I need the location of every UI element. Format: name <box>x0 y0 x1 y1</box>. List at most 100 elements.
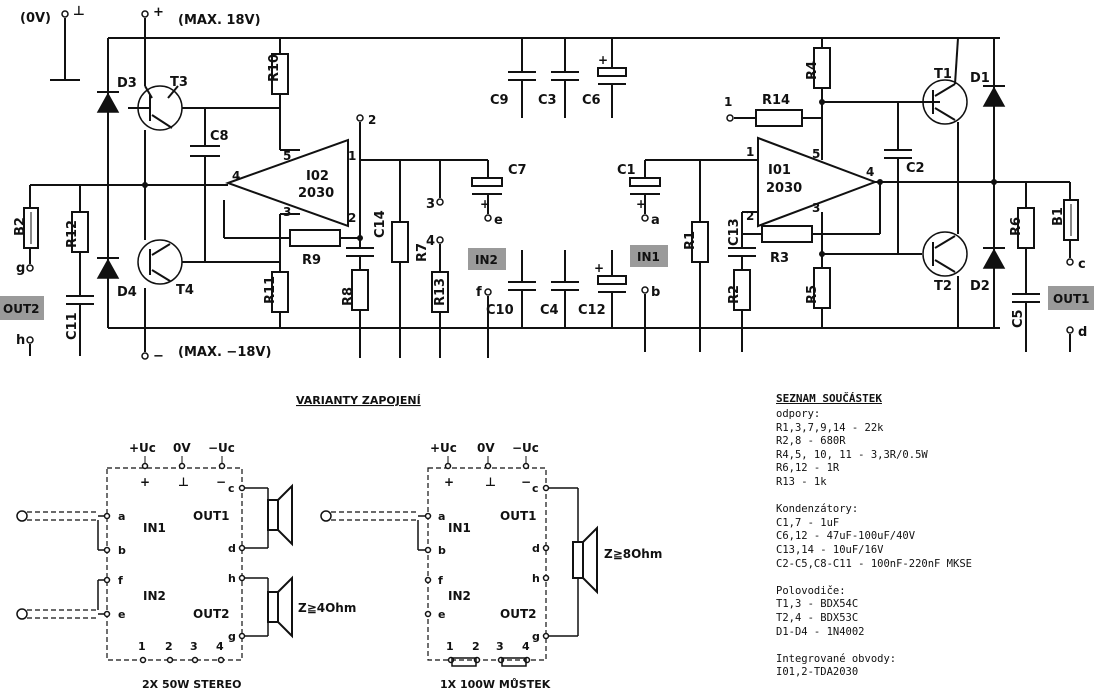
svg-text:3: 3 <box>283 205 291 219</box>
svg-text:1: 1 <box>348 149 356 163</box>
svg-text:OUT2: OUT2 <box>193 607 229 621</box>
svg-text:3: 3 <box>190 640 198 653</box>
svg-text:OUT2: OUT2 <box>500 607 536 621</box>
parts-line: Polovodiče: <box>776 584 846 597</box>
svg-text:IN1: IN1 <box>143 521 166 535</box>
svg-text:d: d <box>228 542 236 555</box>
r6-label: R6 <box>1009 217 1024 236</box>
parts-line: R6,12 - 1R <box>776 462 840 475</box>
r7-label: R7 <box>415 243 430 262</box>
svg-text:+Uc: +Uc <box>129 441 156 455</box>
svg-text:h: h <box>16 333 25 348</box>
svg-text:c: c <box>228 482 235 495</box>
r9-label: R9 <box>302 253 321 268</box>
svg-text:0V: 0V <box>173 441 191 455</box>
io1-label: I01 <box>768 163 791 178</box>
svg-text:c: c <box>532 482 539 495</box>
svg-text:2: 2 <box>368 113 376 127</box>
r4-label: R4 <box>805 61 820 80</box>
parts-line: R1,3,7,9,14 - 22k <box>776 421 884 434</box>
svg-text:0V: 0V <box>477 441 495 455</box>
svg-text:⊥: ⊥ <box>73 4 85 19</box>
r5-label: R5 <box>805 285 820 304</box>
parts-line: C6,12 - 47uF-100uF/40V <box>776 530 916 543</box>
svg-text:+: + <box>598 53 608 67</box>
r12-label: R12 <box>65 220 80 248</box>
channel-1: IN1 b C1 + a R1 C13 R2 I01 2030 1 2 5 <box>617 37 1094 352</box>
r13-label: R13 <box>433 278 448 306</box>
variant-stereo: +Uc 0V −Uc + ⊥ − IN1 IN2 OUT1 OUT2 a b f… <box>16 441 356 691</box>
svg-text:g: g <box>228 630 236 643</box>
svg-text:f: f <box>438 574 443 587</box>
svg-text:b: b <box>651 285 660 300</box>
neg-sign: − <box>153 349 164 364</box>
c4-label: C4 <box>540 303 559 318</box>
svg-text:1: 1 <box>138 640 146 653</box>
svg-text:−Uc: −Uc <box>512 441 539 455</box>
svg-text:f: f <box>118 574 123 587</box>
c3-label: C3 <box>538 93 557 108</box>
r2-label: R2 <box>727 285 742 304</box>
d2-label: D2 <box>970 279 990 294</box>
svg-text:4: 4 <box>522 640 530 653</box>
speaker2-impedance: Z≧8Ohm <box>604 547 662 561</box>
svg-text:+: + <box>140 475 150 489</box>
svg-text:4: 4 <box>866 165 874 179</box>
svg-text:e: e <box>438 608 445 621</box>
svg-text:e: e <box>118 608 125 621</box>
svg-text:4: 4 <box>426 234 435 249</box>
svg-text:3: 3 <box>426 197 435 212</box>
r1-label: R1 <box>683 231 698 250</box>
svg-text:+: + <box>636 197 646 211</box>
c13-label: C13 <box>727 218 742 246</box>
svg-text:h: h <box>228 572 236 585</box>
pos-sign: + <box>153 5 164 20</box>
c11-label: C11 <box>65 312 80 340</box>
d1-label: D1 <box>970 71 990 86</box>
speaker1-impedance: Z≧4Ohm <box>298 601 356 615</box>
svg-text:IN1: IN1 <box>448 521 471 535</box>
c1-label: C1 <box>617 163 636 178</box>
svg-text:4: 4 <box>216 640 224 653</box>
supply-rails: (0V) ⊥ + − (MAX. 18V) (MAX. −18V) <box>20 4 1000 364</box>
svg-text:−Uc: −Uc <box>208 441 235 455</box>
decoupling-caps: C9 C3 + C6 C10 C4 + C12 <box>486 38 627 328</box>
t3-label: T3 <box>170 75 188 90</box>
c5-label: C5 <box>1011 309 1026 328</box>
c14-label: C14 <box>373 210 388 238</box>
parts-line: T1,3 - BDX54C <box>776 598 859 611</box>
parts-line: D1-D4 - 1N4002 <box>776 625 865 638</box>
svg-text:OUT1: OUT1 <box>500 509 536 523</box>
parts-line: R2,8 - 680R <box>776 435 846 448</box>
svg-text:OUT1: OUT1 <box>193 509 229 523</box>
c10-label: C10 <box>486 303 514 318</box>
out1-label: OUT1 <box>1053 292 1089 306</box>
svg-text:e: e <box>494 213 503 228</box>
c12-label: C12 <box>578 303 606 318</box>
svg-text:+: + <box>444 475 454 489</box>
t2-label: T2 <box>934 279 952 294</box>
ground-label: (0V) <box>20 11 51 26</box>
svg-text:+: + <box>594 261 604 275</box>
parts-line: C1,7 - 1uF <box>776 516 840 529</box>
max-pos-label: (MAX. 18V) <box>178 13 261 28</box>
svg-text:1: 1 <box>724 95 732 109</box>
svg-text:b: b <box>118 544 126 557</box>
svg-text:g: g <box>532 630 540 643</box>
io1-chip: 2030 <box>766 181 802 196</box>
svg-text:3: 3 <box>496 640 504 653</box>
svg-text:a: a <box>651 213 660 228</box>
svg-text:⊥: ⊥ <box>485 475 496 489</box>
caption-stereo: 2X 50W STEREO <box>142 678 242 691</box>
svg-text:b: b <box>438 544 446 557</box>
parts-line <box>776 490 1098 504</box>
t1-label: T1 <box>934 67 952 82</box>
parts-line: Integrované obvody: <box>776 652 897 665</box>
parts-list: SEZNAM SOUČÁSTEK odpory:R1,3,7,9,14 - 22… <box>776 392 1098 680</box>
parts-line: I01,2-TDA2030 <box>776 666 859 679</box>
parts-line: C13,14 - 10uF/16V <box>776 543 884 556</box>
r10-label: R10 <box>267 54 282 82</box>
c6-label: C6 <box>582 93 601 108</box>
max-neg-label: (MAX. −18V) <box>178 345 271 360</box>
r3-label: R3 <box>770 251 789 266</box>
